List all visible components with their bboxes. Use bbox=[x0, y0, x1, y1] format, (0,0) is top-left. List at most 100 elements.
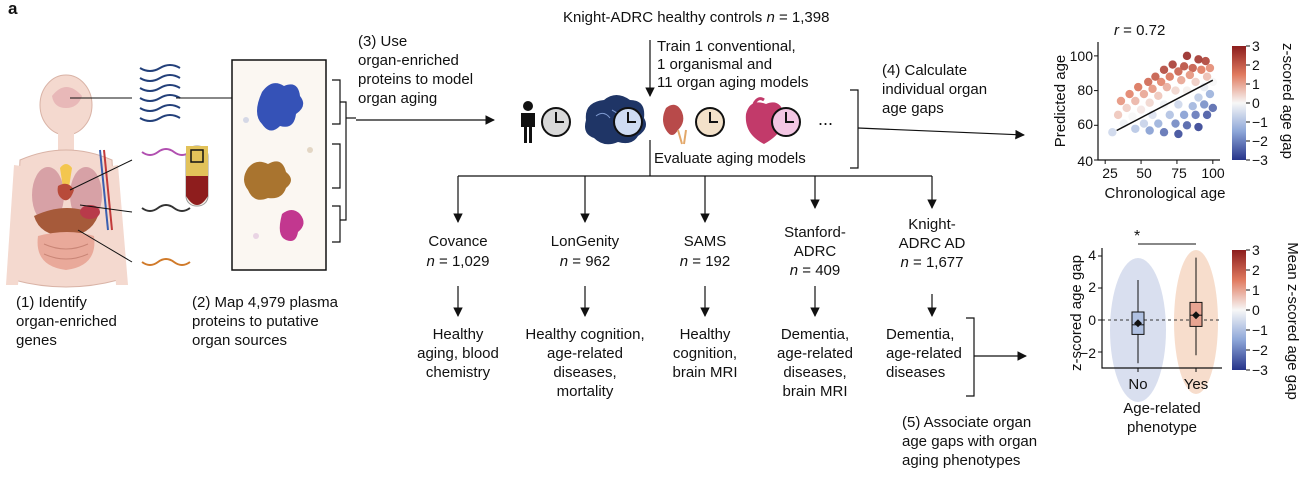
model-icons-row bbox=[521, 95, 801, 145]
scatter-point bbox=[1145, 126, 1154, 135]
step-map-line: proteins to putative bbox=[192, 313, 319, 330]
brackets bbox=[332, 79, 356, 243]
scatter-point bbox=[1131, 124, 1140, 133]
step-calculate-line: (4) Calculate bbox=[882, 62, 968, 79]
kidney-icon bbox=[663, 104, 687, 145]
gene-helix-icons bbox=[139, 64, 191, 266]
scatter-point bbox=[1179, 62, 1189, 71]
scatter-point bbox=[1154, 119, 1163, 128]
cohort-outcome: Dementia, bbox=[886, 326, 955, 343]
box-colorbar-tick-label: 0 bbox=[1252, 302, 1260, 318]
cohort-outcome: Healthy cognition, bbox=[525, 326, 645, 343]
scatter-point bbox=[1174, 100, 1183, 109]
more-models-ellipsis: ... bbox=[818, 109, 834, 129]
cohort-outcome: chemistry bbox=[425, 364, 491, 381]
scatter-colorbar-tick-label: 3 bbox=[1252, 38, 1260, 54]
scatter-point bbox=[1154, 91, 1163, 100]
scatter-point bbox=[1113, 110, 1123, 120]
scatter-xtick: 75 bbox=[1171, 165, 1187, 181]
step-associate-line: aging phenotypes bbox=[902, 452, 1021, 469]
step-use-line: proteins to model bbox=[358, 71, 474, 88]
step-calculate-line: individual organ bbox=[882, 81, 988, 98]
scatter-point bbox=[1194, 122, 1203, 132]
box-colorbar-tick-label: 2 bbox=[1252, 262, 1260, 278]
box-ytick: 2 bbox=[1088, 279, 1096, 295]
protein-map-panel bbox=[231, 59, 327, 271]
box-colorbar bbox=[1232, 250, 1246, 370]
cohort-outcome: age-related bbox=[777, 345, 853, 362]
scatter-point bbox=[1208, 103, 1218, 113]
cohort-name: LonGenity bbox=[550, 233, 620, 250]
scatter-point bbox=[1144, 77, 1153, 87]
cohort-outcome: cognition, bbox=[672, 345, 738, 362]
box-mean-marker bbox=[1134, 319, 1142, 328]
cohort-name: Stanford- bbox=[784, 224, 846, 241]
scatter-point bbox=[1168, 60, 1177, 69]
human-body-illustration bbox=[6, 74, 128, 288]
scatter-xtick: 100 bbox=[1201, 165, 1225, 181]
cohort-name: SAMS bbox=[683, 233, 727, 250]
scatter-point bbox=[1145, 98, 1154, 107]
cohort-outcome: age-related bbox=[547, 345, 623, 362]
cohort-name: ADRC bbox=[793, 243, 837, 260]
scatter-plot bbox=[1094, 42, 1220, 164]
box-xlabel: phenotype bbox=[1126, 419, 1198, 436]
box-colorbar-tick-label: −2 bbox=[1252, 342, 1268, 358]
scatter-colorbar-tick-label: −3 bbox=[1252, 152, 1268, 168]
scatter-xtick: 50 bbox=[1136, 165, 1152, 181]
box-plot bbox=[1098, 243, 1222, 402]
cohort-outcome: brain MRI bbox=[782, 383, 848, 400]
cohort-name: Knight- bbox=[908, 216, 956, 233]
scatter-colorbar-tick-label: −1 bbox=[1252, 114, 1268, 130]
scatter-point bbox=[1148, 84, 1157, 94]
scatter-point bbox=[1208, 77, 1218, 87]
step-associate-line: (5) Associate organ bbox=[902, 414, 1032, 431]
cohort-name: ADRC AD bbox=[898, 235, 966, 252]
cohort-outcome: age-related bbox=[886, 345, 962, 362]
step-map-line: (2) Map 4,979 plasma bbox=[192, 294, 338, 311]
panel-label: a bbox=[8, 0, 18, 18]
cohort-outcome: brain MRI bbox=[672, 364, 738, 381]
box-ytick: 4 bbox=[1088, 247, 1096, 263]
scatter-point bbox=[1136, 105, 1146, 114]
train-line: Train 1 conventional, bbox=[657, 38, 796, 55]
cohort-n: n = 409 bbox=[789, 262, 841, 279]
step-identify-line: organ-enriched bbox=[16, 313, 117, 330]
scatter-point bbox=[1159, 65, 1169, 74]
scatter-point bbox=[1182, 51, 1192, 61]
scatter-ytick: 60 bbox=[1077, 116, 1093, 132]
scatter-colorbar-tick-label: 0 bbox=[1252, 95, 1260, 111]
significance-marker: * bbox=[1134, 228, 1141, 245]
scatter-point bbox=[1194, 93, 1203, 102]
train-line: 11 organ aging models bbox=[657, 74, 809, 91]
scatter-point bbox=[1156, 77, 1166, 87]
cohort-n: n = 1,677 bbox=[900, 254, 964, 271]
box-mean-marker bbox=[1192, 311, 1200, 320]
training-cohort: Knight-ADRC healthy controls n = 1,398 bbox=[563, 9, 830, 26]
scatter-point bbox=[1182, 121, 1192, 130]
scatter-point bbox=[1202, 110, 1212, 120]
train-line: 1 organismal and bbox=[657, 56, 773, 73]
scatter-point bbox=[1191, 110, 1200, 120]
cohort-outcome: diseases, bbox=[553, 364, 617, 381]
step-identify-line: genes bbox=[16, 332, 57, 349]
scatter-point bbox=[1125, 89, 1134, 99]
scatter-point bbox=[1191, 77, 1200, 87]
scatter-point bbox=[1128, 112, 1137, 121]
box-xtick-yes: Yes bbox=[1183, 376, 1209, 393]
person-icon bbox=[521, 101, 535, 143]
scatter-point bbox=[1139, 119, 1149, 128]
step-identify-line: (1) Identify bbox=[16, 294, 87, 311]
cohort-outcome: Healthy bbox=[432, 326, 484, 343]
box-groups bbox=[1131, 257, 1203, 364]
scatter-xlabel: Chronological age bbox=[1104, 185, 1226, 202]
scatter-colorbar-label: z-scored age gap bbox=[1279, 43, 1296, 159]
step-associate-line: age gaps with organ bbox=[902, 433, 1038, 450]
body-to-gene-lines bbox=[69, 97, 268, 263]
box-ytick: 0 bbox=[1088, 312, 1096, 328]
scatter-point bbox=[1194, 55, 1203, 64]
scatter-point bbox=[1197, 65, 1206, 74]
right-bracket bbox=[850, 89, 859, 169]
box-colorbar-tick-label: −1 bbox=[1252, 322, 1268, 338]
